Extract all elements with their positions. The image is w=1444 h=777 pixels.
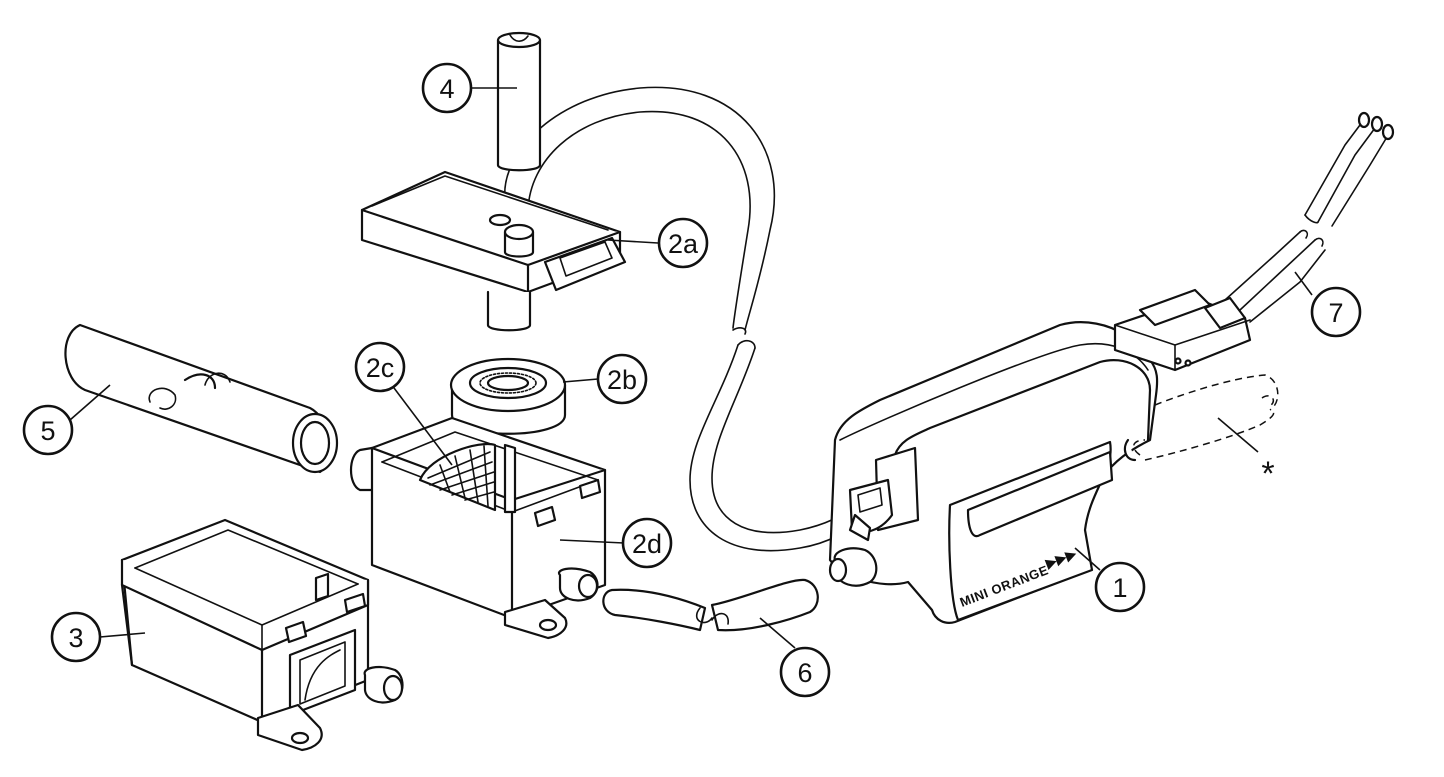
part-2c-filter [418,442,497,512]
callout-6-label: 6 [797,658,812,688]
callout-7-label: 7 [1328,298,1343,328]
discharge-tube [504,86,859,552]
part-4-pipe [496,31,542,172]
callout-3-label: 3 [68,623,83,653]
part-6-hose [602,578,819,632]
callout-5-label: 5 [40,416,55,446]
callout-2a-label: 2a [668,229,699,259]
callout-2a: 2a [657,217,709,269]
callout-2b-label: 2b [607,365,637,395]
callout-2d: 2d [621,517,673,569]
optional-part-outline [1133,374,1279,461]
part-3-housing [120,518,404,752]
callout-4-label: 4 [439,74,454,104]
callout-2b: 2b [596,353,648,405]
callout-2c: 2c [354,341,406,393]
callout-1: 1 [1094,561,1146,613]
callout-7: 7 [1310,286,1362,338]
part-7-cable [1113,111,1395,372]
callout-6: 6 [779,646,831,698]
callout-4: 4 [421,62,473,114]
callout-3: 3 [50,611,102,663]
part-2a-lid [360,170,627,332]
callout-2c-label: 2c [366,353,395,383]
callout-5: 5 [22,404,74,456]
part-2d-reservoir [349,416,607,640]
callout-2d-label: 2d [632,529,662,559]
callout-star-label: * [1261,455,1274,493]
callout-1-label: 1 [1112,573,1127,603]
leader-lines [69,87,1313,649]
part-2b-float [449,357,567,435]
part-5-sleeve [64,323,339,474]
